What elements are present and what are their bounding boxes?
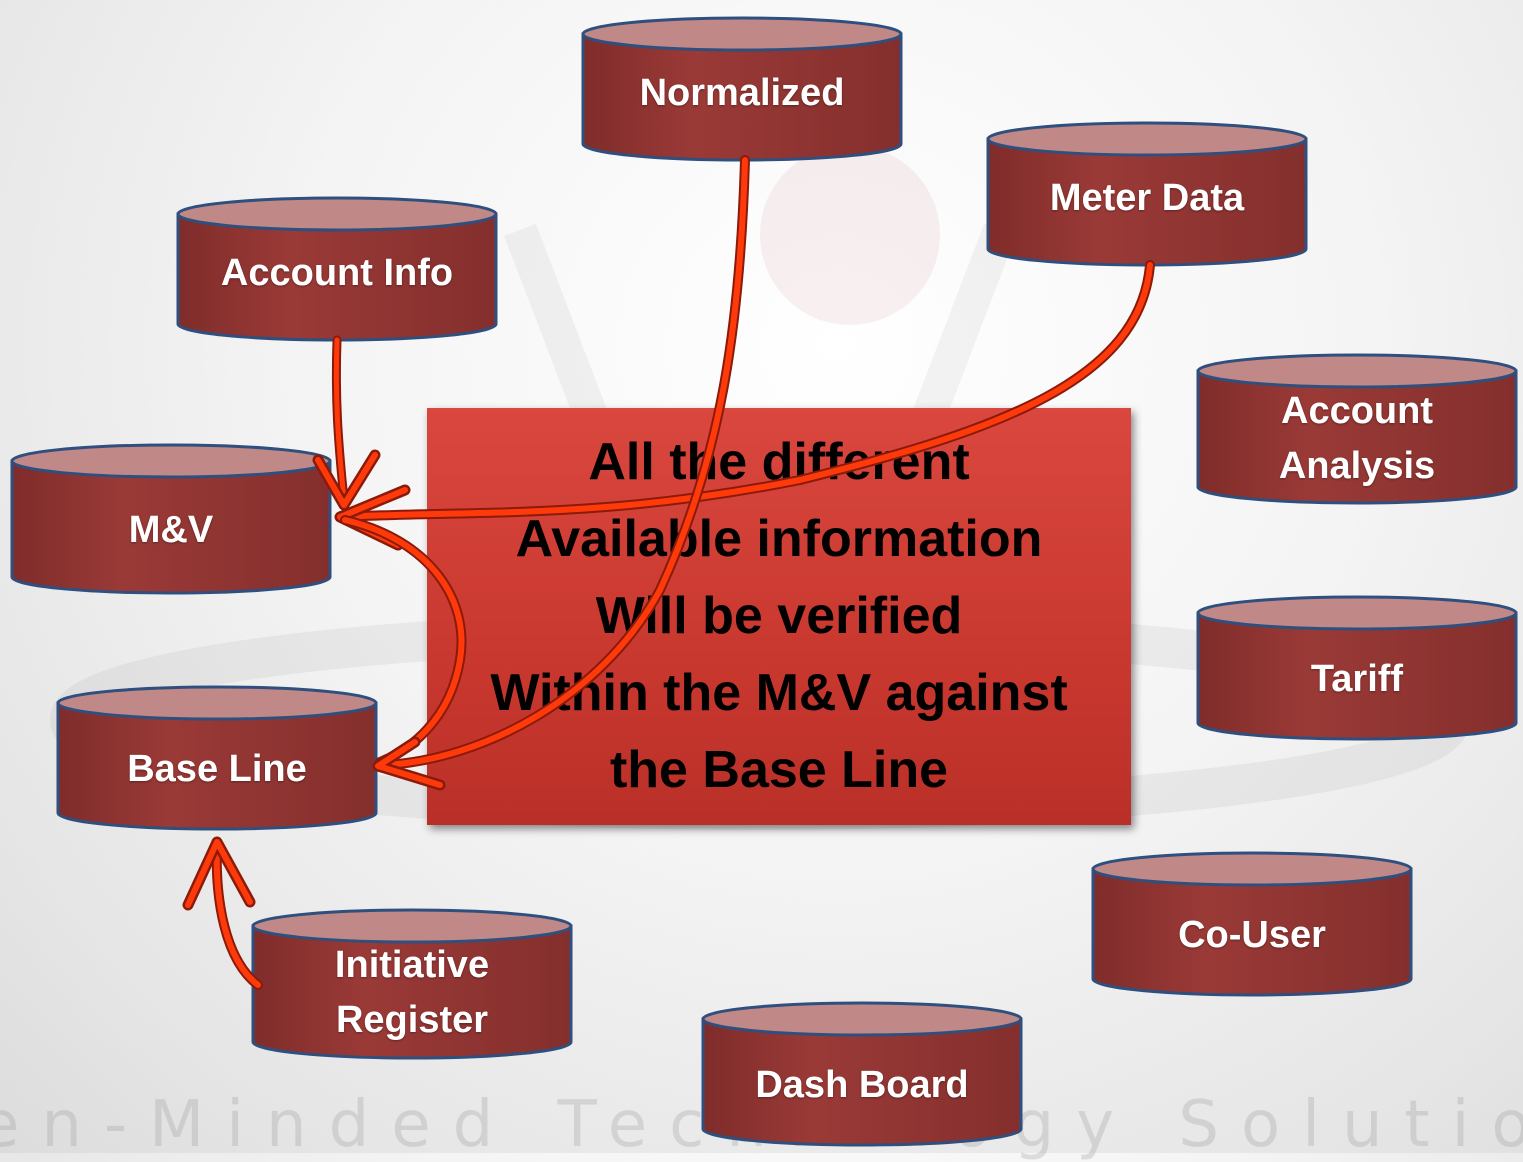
node-co-user: Co-User (1178, 914, 1326, 957)
cylinder-meter-data (986, 121, 1308, 267)
cylinder-account-analysis (1196, 353, 1518, 505)
node-mv: M&V (128, 509, 214, 552)
edge-mv-to-base-line (340, 515, 467, 791)
node-account-analysis: Account Analysis (1278, 389, 1436, 487)
node-normalized: Normalized (639, 72, 845, 115)
node-meter-data: Meter Data (1049, 177, 1245, 220)
edge-meter-data-to-mv (334, 260, 1155, 551)
cylinder-base-line (56, 685, 378, 831)
node-initiative-register: Initiative Register (334, 943, 490, 1041)
edge-account-info-to-mv (312, 335, 381, 511)
cylinder-initiative-register (251, 908, 573, 1060)
edge-normalized-to-base-line (380, 155, 750, 770)
cylinder-mv (10, 443, 332, 595)
node-tariff: Tariff (1310, 658, 1404, 701)
cylinder-account-info (176, 196, 498, 342)
node-dash-board: Dash Board (755, 1064, 969, 1107)
node-account-info: Account Info (220, 252, 454, 295)
cylinder-tariff (1196, 595, 1518, 741)
node-base-line: Base Line (127, 748, 307, 791)
cylinder-dash-board (701, 1001, 1023, 1147)
cylinder-co-user (1091, 851, 1413, 997)
cylinder-normalized (581, 16, 903, 162)
edge-initiative-register-to-base-line (182, 836, 263, 990)
